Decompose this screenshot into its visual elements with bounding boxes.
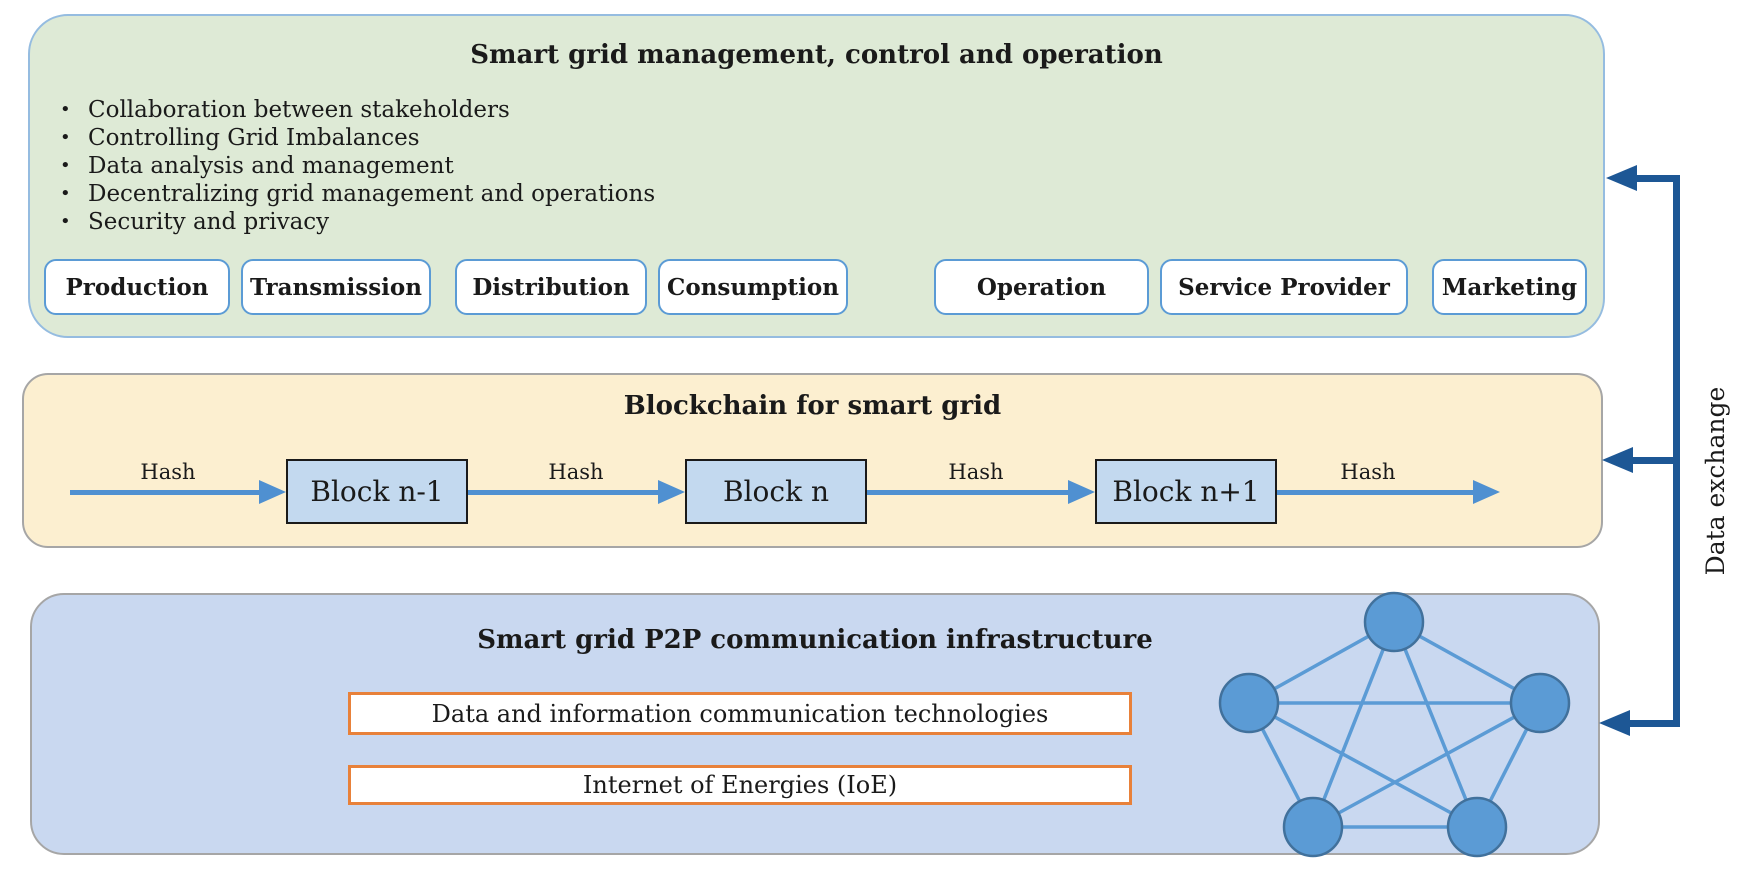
hash-arrowhead-icon xyxy=(1068,480,1095,504)
hash-arrow-line xyxy=(468,490,658,495)
bullet-text: Security and privacy xyxy=(88,209,330,235)
left-arrowhead-icon xyxy=(1602,447,1633,473)
bullet-dot-icon: • xyxy=(60,99,71,120)
layer-box-internet-of-energies: Internet of Energies (IoE) xyxy=(348,765,1132,805)
p2p-mesh-network xyxy=(1218,591,1571,858)
bullet-item: • Decentralizing grid management and ope… xyxy=(60,180,655,208)
network-node xyxy=(1363,591,1425,653)
hash-arrow-line xyxy=(1277,490,1473,495)
domain-box-operation: Operation xyxy=(934,259,1149,315)
domain-box-transmission: Transmission xyxy=(241,259,431,315)
domain-box-distribution: Distribution xyxy=(455,259,647,315)
data-exchange-label: Data exchange xyxy=(1701,386,1730,576)
block-n-plus-1: Block n+1 xyxy=(1095,459,1277,524)
management-panel: Smart grid management, control and opera… xyxy=(28,14,1605,338)
left-arrowhead-icon xyxy=(1606,165,1637,191)
bullet-item: • Security and privacy xyxy=(60,208,655,236)
domain-box-marketing: Marketing xyxy=(1432,259,1587,315)
bullet-text: Controlling Grid Imbalances xyxy=(88,125,420,151)
bullet-item: • Data analysis and management xyxy=(60,152,655,180)
domain-box-production: Production xyxy=(44,259,230,315)
domain-box-service-provider: Service Provider xyxy=(1160,259,1408,315)
hash-arrowhead-icon xyxy=(259,480,286,504)
bullet-dot-icon: • xyxy=(60,127,71,148)
bullet-text: Data analysis and management xyxy=(88,153,454,179)
mesh-edges xyxy=(1247,620,1542,829)
bullet-item: • Collaboration between stakeholders xyxy=(60,96,655,124)
hash-arrowhead-icon xyxy=(1473,480,1500,504)
mesh-nodes xyxy=(1218,591,1571,858)
network-node xyxy=(1218,672,1280,734)
blockchain-panel-title: Blockchain for smart grid xyxy=(623,391,1002,421)
p2p-panel-title: Smart grid P2P communication infrastruct… xyxy=(477,625,1153,655)
domain-box-consumption: Consumption xyxy=(658,259,848,315)
block-n: Block n xyxy=(685,459,867,524)
connector-branch-middle xyxy=(1632,457,1680,464)
connector-branch-top xyxy=(1636,175,1680,182)
block-n-minus-1: Block n-1 xyxy=(286,459,468,524)
network-node xyxy=(1282,796,1344,858)
bullet-text: Decentralizing grid management and opera… xyxy=(88,181,656,207)
network-node xyxy=(1446,796,1508,858)
bullet-text: Collaboration between stakeholders xyxy=(88,97,510,123)
layer-box-communication-technologies: Data and information communication techn… xyxy=(348,692,1132,735)
hash-label: Hash xyxy=(1340,460,1396,484)
hash-label: Hash xyxy=(140,460,196,484)
bullet-dot-icon: • xyxy=(60,155,71,176)
left-arrowhead-icon xyxy=(1599,710,1630,736)
connector-vertical-line xyxy=(1673,175,1680,727)
management-bullet-list: • Collaboration between stakeholders • C… xyxy=(60,96,655,236)
network-node xyxy=(1509,672,1571,734)
bullet-item: • Controlling Grid Imbalances xyxy=(60,124,655,152)
bullet-dot-icon: • xyxy=(60,183,71,204)
hash-label: Hash xyxy=(948,460,1004,484)
management-panel-title: Smart grid management, control and opera… xyxy=(470,40,1163,70)
hash-arrow-line xyxy=(70,490,259,495)
connector-branch-bottom xyxy=(1629,720,1680,727)
bullet-dot-icon: • xyxy=(60,211,71,232)
hash-label: Hash xyxy=(548,460,604,484)
hash-arrow-line xyxy=(867,490,1068,495)
hash-arrowhead-icon xyxy=(658,480,685,504)
